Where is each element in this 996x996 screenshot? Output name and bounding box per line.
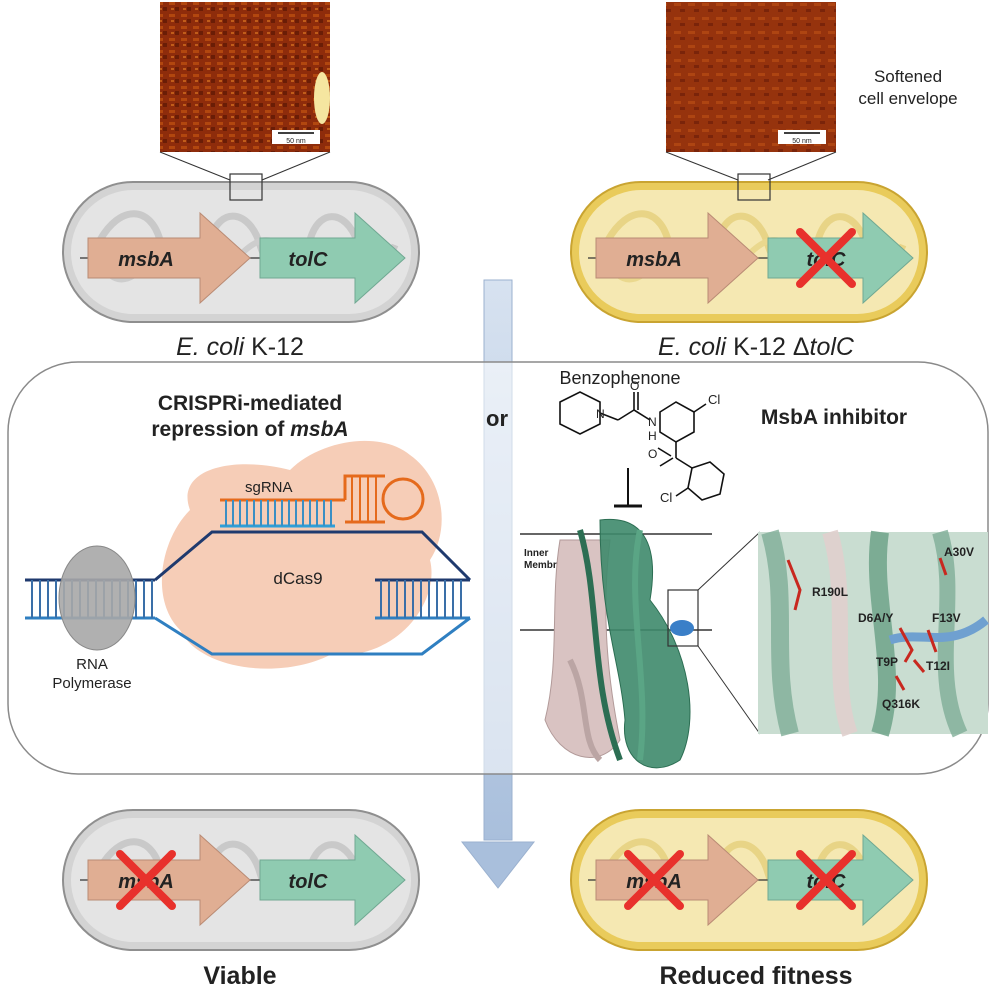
msbA-arrow [595, 833, 759, 927]
polymerase-label-line2: Polymerase [52, 675, 131, 692]
mutation-r190l: R190L [812, 585, 848, 599]
annotation-cell-envelope: cell envelope [858, 89, 957, 108]
afm-image-left [160, 2, 330, 152]
cell-bottom-right: msbA tolC [570, 809, 928, 951]
dcas9-label: dCas9 [273, 569, 322, 588]
atom-o-ketone: O [648, 447, 657, 461]
knockout-cross-icon [796, 850, 856, 910]
strain-label-right: E. coli K-12 ΔtolC [658, 333, 855, 361]
sgrna-strand [220, 474, 425, 528]
membrane-label-line2: Membrane [524, 560, 574, 571]
outcome-reduced-fitness: Reduced fitness [659, 962, 852, 990]
polymerase-label: RNA [76, 656, 108, 673]
gene-label-tolC: tolC [289, 249, 328, 271]
or-label: or [486, 406, 508, 431]
knockout-cross-icon [116, 850, 176, 910]
cell-top-left: 50 nm msbA tolC [62, 2, 420, 323]
msbA-arrow [595, 211, 759, 305]
mutation-f13v: F13V [932, 611, 961, 625]
afm-scale-left: 50 nm [286, 138, 306, 145]
tolC-arrow [767, 833, 914, 927]
knockout-cross-icon [624, 850, 684, 910]
atom-cl-top: Cl [708, 392, 720, 407]
strain-label-left: E. coli K-12 [176, 333, 304, 361]
gene-label-tolC: tolC [289, 871, 328, 893]
mutation-a30v: A30V [944, 545, 974, 559]
atom-n-amide: N [648, 415, 657, 429]
sgrna-label: sgRNA [245, 479, 293, 496]
membrane-label: Inner [524, 548, 549, 559]
gene-label-msbA: msbA [118, 249, 174, 271]
tolC-arrow [259, 211, 406, 305]
benzophenone-structure [559, 391, 725, 501]
dcas9-blob [161, 440, 442, 669]
crispri-title: CRISPRi-mediated [158, 392, 342, 415]
afm-scale-right: 50 nm [792, 138, 812, 145]
tolC-arrow [767, 211, 914, 305]
crispri-section: CRISPRi-mediated repression of msbA dCas… [25, 392, 472, 692]
cell-top-right: 50 nm Softened cell envelope msbA tolC [570, 2, 958, 323]
mutation-d6ay: D6A/Y [858, 611, 893, 625]
msba-protein-structure [544, 518, 694, 769]
mutation-zoom-inset [758, 529, 989, 738]
mutation-t9p: T9P [876, 655, 898, 669]
mutation-q316k: Q316K [882, 697, 920, 711]
msbA-arrow [87, 833, 251, 927]
atom-h: H [648, 429, 657, 443]
atom-o-amide: O [630, 379, 639, 393]
afm-image-right [666, 2, 836, 152]
gene-label-msbA: msbA [626, 249, 682, 271]
atom-cl-bottom: Cl [660, 490, 672, 505]
annotation-softened: Softened [874, 67, 942, 86]
knockout-cross-icon [796, 228, 856, 288]
rna-polymerase [58, 545, 136, 651]
tolC-arrow [259, 833, 406, 927]
inhibitor-title: MsbA inhibitor [761, 406, 907, 429]
mutation-t12i: T12I [926, 659, 950, 673]
crispri-title-line2: repression of msbA [151, 418, 348, 441]
inhibitor-section: Benzophenone MsbA inhibitor N O N H O Cl… [520, 368, 989, 769]
cell-bottom-left: msbA tolC [62, 809, 420, 951]
msbA-arrow [87, 211, 251, 305]
outcome-viable: Viable [203, 962, 276, 990]
compound-label: Benzophenone [559, 368, 680, 388]
atom-n-ring: N [596, 407, 605, 421]
